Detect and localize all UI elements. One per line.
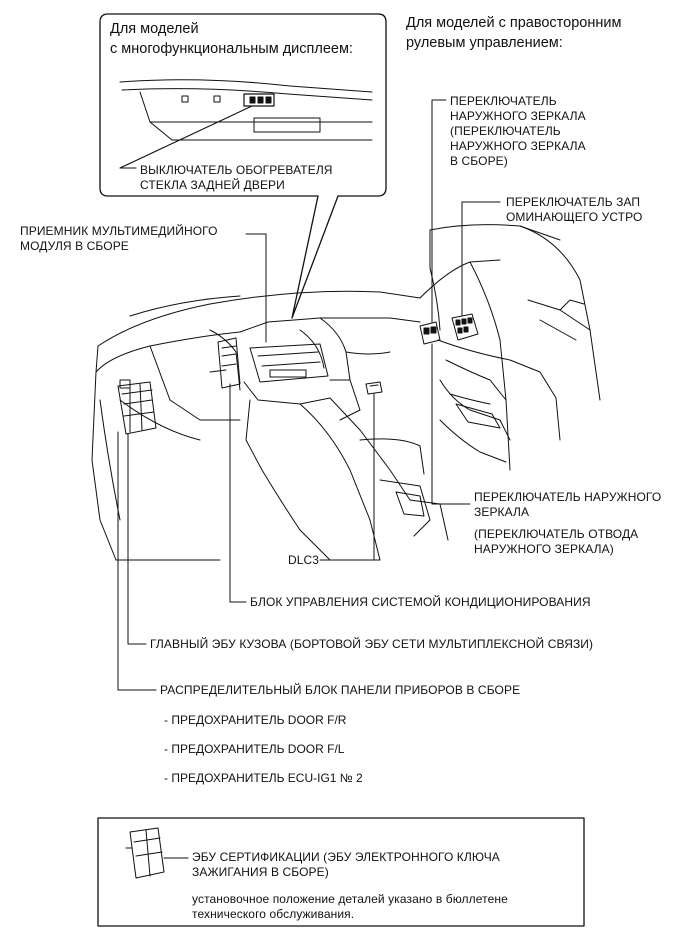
- leader-mirror-top: [431, 99, 447, 323]
- mirror-switch-shape: [419, 321, 441, 345]
- certification-ecu-icon: [125, 827, 165, 879]
- leader-body-ecu: [127, 433, 147, 645]
- rhd-header-line1: Для моделей с правосторонним: [406, 15, 622, 31]
- dashboard-artwork: [91, 224, 601, 561]
- inset-header-line1: Для моделей: [110, 21, 199, 37]
- fuse-item: - ПРЕДОХРАНИТЕЛЬ DOOR F/R: [164, 713, 347, 727]
- fuse-item: - ПРЕДОХРАНИТЕЛЬ ECU-IG1 № 2: [164, 771, 363, 785]
- label-multimedia-receiver: ПРИЕМНИК МУЛЬТИМЕДИЙНОГО МОДУЛЯ В СБОРЕ: [20, 224, 218, 253]
- leader-junction: [117, 431, 157, 691]
- inset-callout-frame: [99, 13, 387, 319]
- note-box-frame: [97, 817, 585, 927]
- memory-switch-shape: [451, 313, 479, 341]
- rhd-header-line2: рулевым управлением:: [406, 35, 563, 51]
- label-ac-control: БЛОК УПРАВЛЕНИЯ СИСТЕМОЙ КОНДИЦИОНИРОВАН…: [250, 595, 591, 609]
- junction-block-shape: [117, 379, 157, 435]
- leader-mirror-bottom: [431, 343, 471, 505]
- multimedia-receiver-shape: [209, 337, 241, 389]
- inset-console-detail: [119, 79, 373, 141]
- label-mirror-retract-switch: (ПЕРЕКЛЮЧАТЕЛЬ ОТВОДА НАРУЖНОГО ЗЕРКАЛА): [474, 527, 639, 556]
- label-rear-defogger-switch: ВЫКЛЮЧАТЕЛЬ ОБОГРЕВАТЕЛЯ СТЕКЛА ЗАДНЕЙ Д…: [140, 163, 333, 192]
- label-mirror-switch-top: ПЕРЕКЛЮЧАТЕЛЬ НАРУЖНОГО ЗЕРКАЛА (ПЕРЕКЛЮ…: [450, 94, 586, 168]
- note-text: установочное положение деталей указано в…: [192, 892, 508, 921]
- fuse-item: - ПРЕДОХРАНИТЕЛЬ DOOR F/L: [164, 742, 345, 756]
- leader-ac: [229, 383, 247, 603]
- inset-header-line2: с многофункциональным дисплеем:: [110, 41, 353, 57]
- label-certification-ecu: ЭБУ СЕРТИФИКАЦИИ (ЭБУ ЭЛЕКТРОННОГО КЛЮЧА…: [192, 850, 500, 879]
- label-body-ecu: ГЛАВНЫЙ ЭБУ КУЗОВА (БОРТОВОЙ ЭБУ СЕТИ МУ…: [150, 637, 594, 651]
- leader-lines: [117, 99, 501, 691]
- label-junction-block: РАСПРЕДЕЛИТЕЛЬНЫЙ БЛОК ПАНЕЛИ ПРИБОРОВ В…: [160, 683, 521, 697]
- label-memory-switch: ПЕРЕКЛЮЧАТЕЛЬ ЗАП ОМИНАЮЩЕГО УСТРО: [506, 195, 643, 224]
- leader-memory: [461, 201, 501, 317]
- label-mirror-switch-bottom: ПЕРЕКЛЮЧАТЕЛЬ НАРУЖНОГО ЗЕРКАЛА: [474, 490, 662, 519]
- dlc3-shape: [365, 381, 383, 395]
- leader-rear-defogger: [119, 105, 253, 169]
- leader-dlc3: [319, 393, 375, 561]
- label-dlc3: DLC3: [288, 553, 320, 567]
- leader-multimedia: [245, 233, 267, 343]
